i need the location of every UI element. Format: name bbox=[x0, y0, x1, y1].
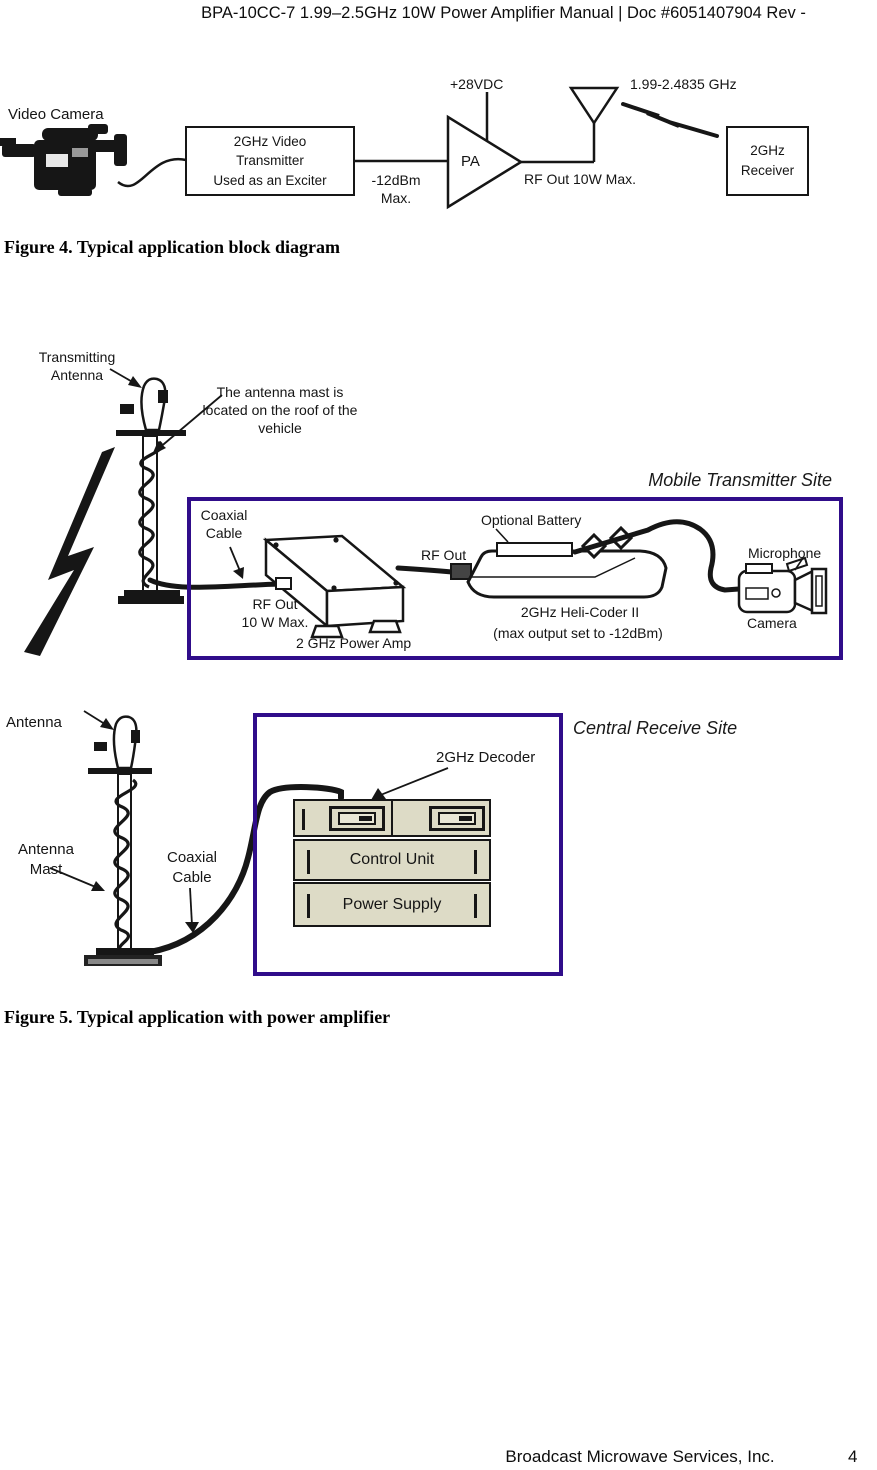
mobile-coax-arrowhead bbox=[233, 567, 244, 579]
optional-battery-icon bbox=[496, 542, 573, 557]
microphone-label: Microphone bbox=[748, 545, 822, 561]
mobile-coax-cable-line bbox=[147, 577, 282, 590]
rf-out-10w-label: RF Out 10 W Max. bbox=[241, 596, 309, 631]
footer-page-number: 4 bbox=[848, 1447, 858, 1466]
transmitting-antenna-label: Transmitting Antenna bbox=[38, 349, 116, 384]
rack-handle bbox=[307, 850, 310, 874]
mast-note-label: The antenna mast is located on the roof … bbox=[202, 384, 358, 437]
rack-handle bbox=[302, 809, 305, 830]
decoder-arrowhead bbox=[371, 788, 386, 800]
mobile-coaxial-cable-label: Coaxial Cable bbox=[200, 507, 248, 542]
rack-handle bbox=[474, 894, 477, 918]
rack-handle bbox=[307, 894, 310, 918]
helicoder-label: 2GHz Heli-Coder II bbox=[520, 604, 640, 620]
receive-antenna-label: Antenna bbox=[6, 714, 62, 731]
control-unit-label: Control Unit bbox=[349, 851, 435, 868]
microphone-icon bbox=[785, 556, 809, 573]
video-camera-icon bbox=[0, 124, 127, 196]
frequency-range-label: 1.99-2.4835 GHz bbox=[630, 76, 737, 92]
receive-site-box bbox=[253, 713, 563, 976]
receive-coax-arrow bbox=[189, 887, 193, 926]
figure-5-diagram: Transmitting Antenna The antenna mast is… bbox=[0, 340, 877, 990]
antenna-mast-arrowhead bbox=[91, 881, 105, 891]
microphone-pointer bbox=[794, 557, 804, 571]
decoder-display bbox=[429, 806, 485, 831]
page-header: BPA-10CC-7 1.99–2.5GHz 10W Power Amplifi… bbox=[201, 4, 806, 22]
power-amp-label: 2 GHz Power Amp bbox=[296, 635, 412, 651]
receive-site-title: Central Receive Site bbox=[573, 718, 738, 738]
footer-company: Broadcast Microwave Services, Inc. bbox=[505, 1447, 775, 1466]
pa-label: PA bbox=[461, 153, 480, 170]
rf-out-label: RF Out 10W Max. bbox=[524, 171, 637, 187]
optional-battery-label: Optional Battery bbox=[481, 512, 582, 528]
receive-coaxial-cable-label: Coaxial Cable bbox=[166, 849, 218, 886]
decoder-label: 2GHz Decoder bbox=[436, 749, 536, 766]
optional-battery-pointer bbox=[495, 528, 509, 543]
mast-note-arrow bbox=[157, 394, 223, 450]
rf-signal-bolt-icon-large bbox=[24, 447, 115, 656]
power-supply-label: Power Supply bbox=[342, 895, 442, 913]
figure-5-line-art bbox=[24, 368, 828, 966]
video-camera-label: Video Camera bbox=[8, 106, 104, 123]
video-transmitter-box: 2GHz Video Transmitter Used as an Excite… bbox=[185, 126, 355, 196]
pa-amplifier-symbol bbox=[446, 114, 524, 210]
input-level-label: -12dBm Max. bbox=[371, 172, 421, 207]
receiver-box: 2GHz Receiver bbox=[726, 126, 809, 196]
figure-4-caption: Figure 4. Typical application block diag… bbox=[4, 237, 341, 257]
helicoder-rf-connector bbox=[450, 563, 472, 580]
rf-signal-bolt-icon bbox=[621, 102, 719, 138]
equipment-rack: Control Unit Power Supply bbox=[293, 799, 491, 927]
mobile-site-title: Mobile Transmitter Site bbox=[648, 470, 832, 490]
decoder-display bbox=[329, 806, 385, 831]
figure-4-line-art bbox=[0, 86, 719, 210]
receive-mast-icon bbox=[84, 773, 162, 966]
helicoder-note-label: (max output set to -12dBm) bbox=[493, 625, 663, 641]
antenna-mast-arrow bbox=[49, 867, 99, 889]
decoder-rack-row bbox=[293, 799, 491, 837]
mid-rf-out-label: RF Out bbox=[421, 547, 467, 563]
rack-handle bbox=[474, 850, 477, 874]
power-supply-row: Power Supply bbox=[293, 882, 491, 927]
antenna-symbol bbox=[568, 86, 620, 126]
decoder-module-left bbox=[295, 801, 393, 835]
control-unit-row: Control Unit bbox=[293, 839, 491, 881]
figure-4-diagram: Video Camera 2GHz Video Transmitter Used… bbox=[0, 60, 877, 225]
antenna-mast-label: Antenna Mast bbox=[18, 841, 74, 878]
amp-to-helicoder-cable bbox=[395, 565, 455, 575]
mobile-coax-arrow bbox=[229, 546, 241, 572]
supply-voltage-label: +28VDC bbox=[450, 76, 504, 92]
camera-cable-line bbox=[117, 157, 187, 188]
transmitter-mast-icon bbox=[118, 435, 184, 604]
power-amp-illustration bbox=[262, 534, 407, 639]
helicoder-to-camera-cable bbox=[572, 519, 742, 593]
transmitting-antenna-icon bbox=[116, 377, 186, 436]
receive-antenna-arrowhead bbox=[100, 718, 114, 730]
camera-icon bbox=[737, 556, 828, 615]
receive-coax-arrowhead bbox=[185, 922, 199, 933]
receive-antenna-icon bbox=[88, 715, 152, 774]
decoder-arrow bbox=[377, 767, 449, 797]
mast-coax-coil bbox=[138, 440, 164, 589]
mast-note-arrowhead bbox=[152, 441, 166, 455]
camera-label: Camera bbox=[747, 615, 797, 631]
figure-5-caption: Figure 5. Typical application with power… bbox=[4, 1007, 391, 1027]
mobile-site-box bbox=[187, 497, 843, 660]
receive-mast-coax-coil bbox=[113, 778, 138, 954]
amp-rf-connector bbox=[275, 577, 292, 590]
transmitting-antenna-arrowhead bbox=[128, 376, 142, 388]
decoder-module-right bbox=[393, 801, 489, 835]
